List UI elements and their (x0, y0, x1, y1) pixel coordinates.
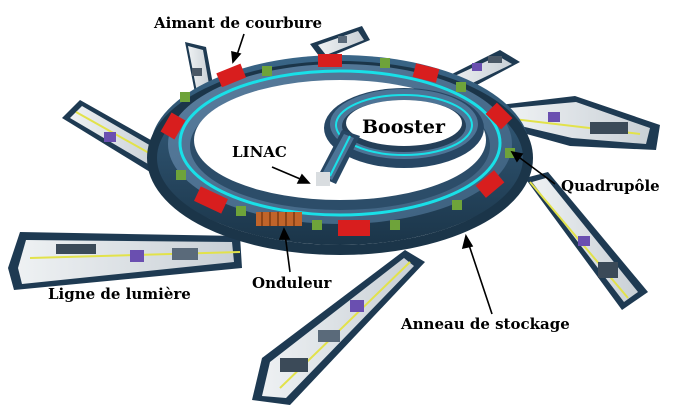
label-undulator: Onduleur (252, 274, 331, 292)
label-linac: LINAC (232, 143, 287, 161)
label-storage-ring: Anneau de stockage (401, 315, 570, 333)
label-booster: Booster (362, 116, 445, 138)
label-bending-magnet: Aimant de courbure (154, 14, 322, 32)
undulator (256, 212, 302, 226)
label-quadrupole: Quadrupôle (561, 177, 660, 195)
beamline-left (8, 232, 242, 290)
label-beamline: Ligne de lumière (48, 285, 191, 303)
